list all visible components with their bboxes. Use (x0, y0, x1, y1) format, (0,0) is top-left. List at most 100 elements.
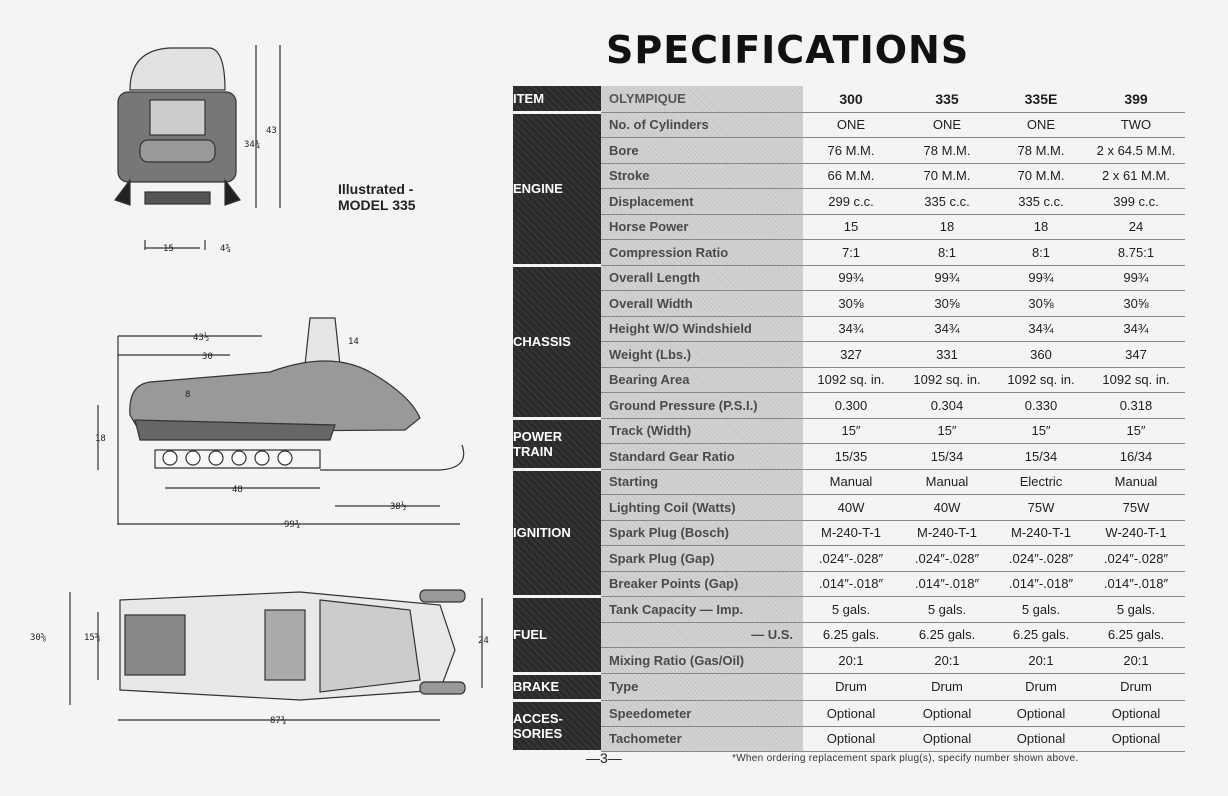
spec-value-cell: 347 (1087, 341, 1185, 368)
category-cell: CHASSIS (513, 265, 601, 420)
spec-value-cell: 360 (995, 341, 1087, 368)
spec-value-cell: Manual (899, 469, 995, 495)
side-overall-dim: 99¾ (284, 520, 300, 530)
front-offset-dim: 4¾ (220, 244, 231, 254)
spec-value-cell: 6.25 gals. (899, 622, 995, 648)
spec-item-label: Track (Width) (601, 418, 803, 444)
side-ski-dim: 38½ (390, 501, 406, 512)
spec-value-cell: 5 gals. (899, 596, 995, 623)
spec-value-cell: 30⅝ (899, 290, 995, 317)
spec-value-cell: 299 c.c. (803, 188, 899, 215)
category-cell: ENGINE (513, 112, 601, 267)
top-view-drawing (69, 589, 483, 721)
spec-value-cell: 8:1 (899, 239, 995, 266)
spec-value-cell: 66 M.M. (803, 163, 899, 189)
illustrated-label-line2: MODEL 335 (338, 197, 416, 213)
spec-value-cell: 34¾ (1087, 316, 1185, 342)
spec-item-label: Tachometer (601, 726, 803, 752)
spec-value-cell: .024″-.028″ (1087, 545, 1185, 572)
spec-item-label: Displacement (601, 188, 803, 215)
category-cell: POWER TRAIN (513, 418, 601, 471)
spec-value-cell: 1092 sq. in. (899, 367, 995, 393)
spec-value-cell: ONE (899, 112, 995, 138)
spec-value-cell: 15″ (899, 418, 995, 444)
spec-value-cell: 0.330 (995, 392, 1087, 419)
spec-value-cell: Manual (1087, 469, 1185, 495)
spec-value-cell: 78 M.M. (899, 137, 995, 164)
front-width-dim: 15 (163, 244, 174, 254)
spec-value-cell: 78 M.M. (995, 137, 1087, 164)
spec-value-cell: M-240-T-1 (803, 520, 899, 546)
spec-value-cell: 15″ (1087, 418, 1185, 444)
spec-item-label: Spark Plug (Bosch) (601, 520, 803, 546)
spec-value-cell: Optional (995, 700, 1087, 727)
spec-value-cell: 6.25 gals. (803, 622, 899, 648)
spec-item-label: Compression Ratio (601, 239, 803, 266)
spec-item-label: OLYMPIQUE (601, 86, 803, 113)
spec-value-cell: 75W (1087, 494, 1185, 521)
footnote: *When ordering replacement spark plug(s)… (732, 753, 1079, 764)
spec-value-cell: 327 (803, 341, 899, 368)
spec-value-cell: .014″-.018″ (1087, 571, 1185, 597)
spec-value-cell: 1092 sq. in. (995, 367, 1087, 393)
spec-item-label: Type (601, 673, 803, 701)
spec-value-cell: 331 (899, 341, 995, 368)
spec-item-label: Mixing Ratio (Gas/Oil) (601, 647, 803, 674)
spec-item-label: Speedometer (601, 700, 803, 727)
spec-value-cell: .024″-.028″ (995, 545, 1087, 572)
spec-value-cell: 40W (899, 494, 995, 521)
spec-value-cell: Optional (803, 700, 899, 727)
spec-value-cell: TWO (1087, 112, 1185, 138)
spec-item-label: Standard Gear Ratio (601, 443, 803, 470)
spec-value-cell: ONE (995, 112, 1087, 138)
spec-value-cell: 16/34 (1087, 443, 1185, 470)
spec-value-cell: 18 (899, 214, 995, 240)
spec-row: Breaker Points (Gap).014″-.018″.014″-.01… (513, 571, 1185, 597)
spec-value-cell: 75W (995, 494, 1087, 521)
category-cell: BRAKE (513, 673, 601, 702)
spec-value-cell: 34¾ (995, 316, 1087, 342)
spec-item-label: Spark Plug (Gap) (601, 545, 803, 572)
spec-item-label: Overall Width (601, 290, 803, 317)
spec-value-cell: Drum (899, 673, 995, 701)
spec-value-cell: Drum (995, 673, 1087, 701)
spec-value-cell: .014″-.018″ (899, 571, 995, 597)
spec-value-cell: 15/35 (803, 443, 899, 470)
spec-value-cell: 399 (1087, 86, 1185, 113)
category-cell: FUEL (513, 596, 601, 675)
spec-value-cell: 7:1 (803, 239, 899, 266)
spec-value-cell: 24 (1087, 214, 1185, 240)
spec-value-cell: 15 (803, 214, 899, 240)
top-length-dim: 87¾ (270, 716, 286, 726)
spec-value-cell: W-240-T-1 (1087, 520, 1185, 546)
spec-value-cell: Optional (1087, 700, 1185, 727)
spec-value-cell: Optional (803, 726, 899, 752)
spec-value-cell: 99¾ (995, 265, 1087, 291)
spec-value-cell: 300 (803, 86, 899, 113)
spec-value-cell: 5 gals. (995, 596, 1087, 623)
category-label-line: ACCES- (513, 711, 563, 726)
spec-item-label: Stroke (601, 163, 803, 189)
spec-value-cell: 6.25 gals. (995, 622, 1087, 648)
spec-item-label: No. of Cylinders (601, 112, 803, 138)
spec-value-cell: 5 gals. (1087, 596, 1185, 623)
spec-value-cell: 0.304 (899, 392, 995, 419)
spec-value-cell: 99¾ (899, 265, 995, 291)
spec-item-label: Height W/O Windshield (601, 316, 803, 342)
side-top-span-dim: 43½ (193, 332, 209, 343)
spec-value-cell: 30⅝ (995, 290, 1087, 317)
page-number: —3— (586, 750, 622, 766)
category-label: ITEM (513, 90, 545, 106)
spec-value-cell: 99¾ (803, 265, 899, 291)
spec-item-label: Bearing Area (601, 367, 803, 393)
